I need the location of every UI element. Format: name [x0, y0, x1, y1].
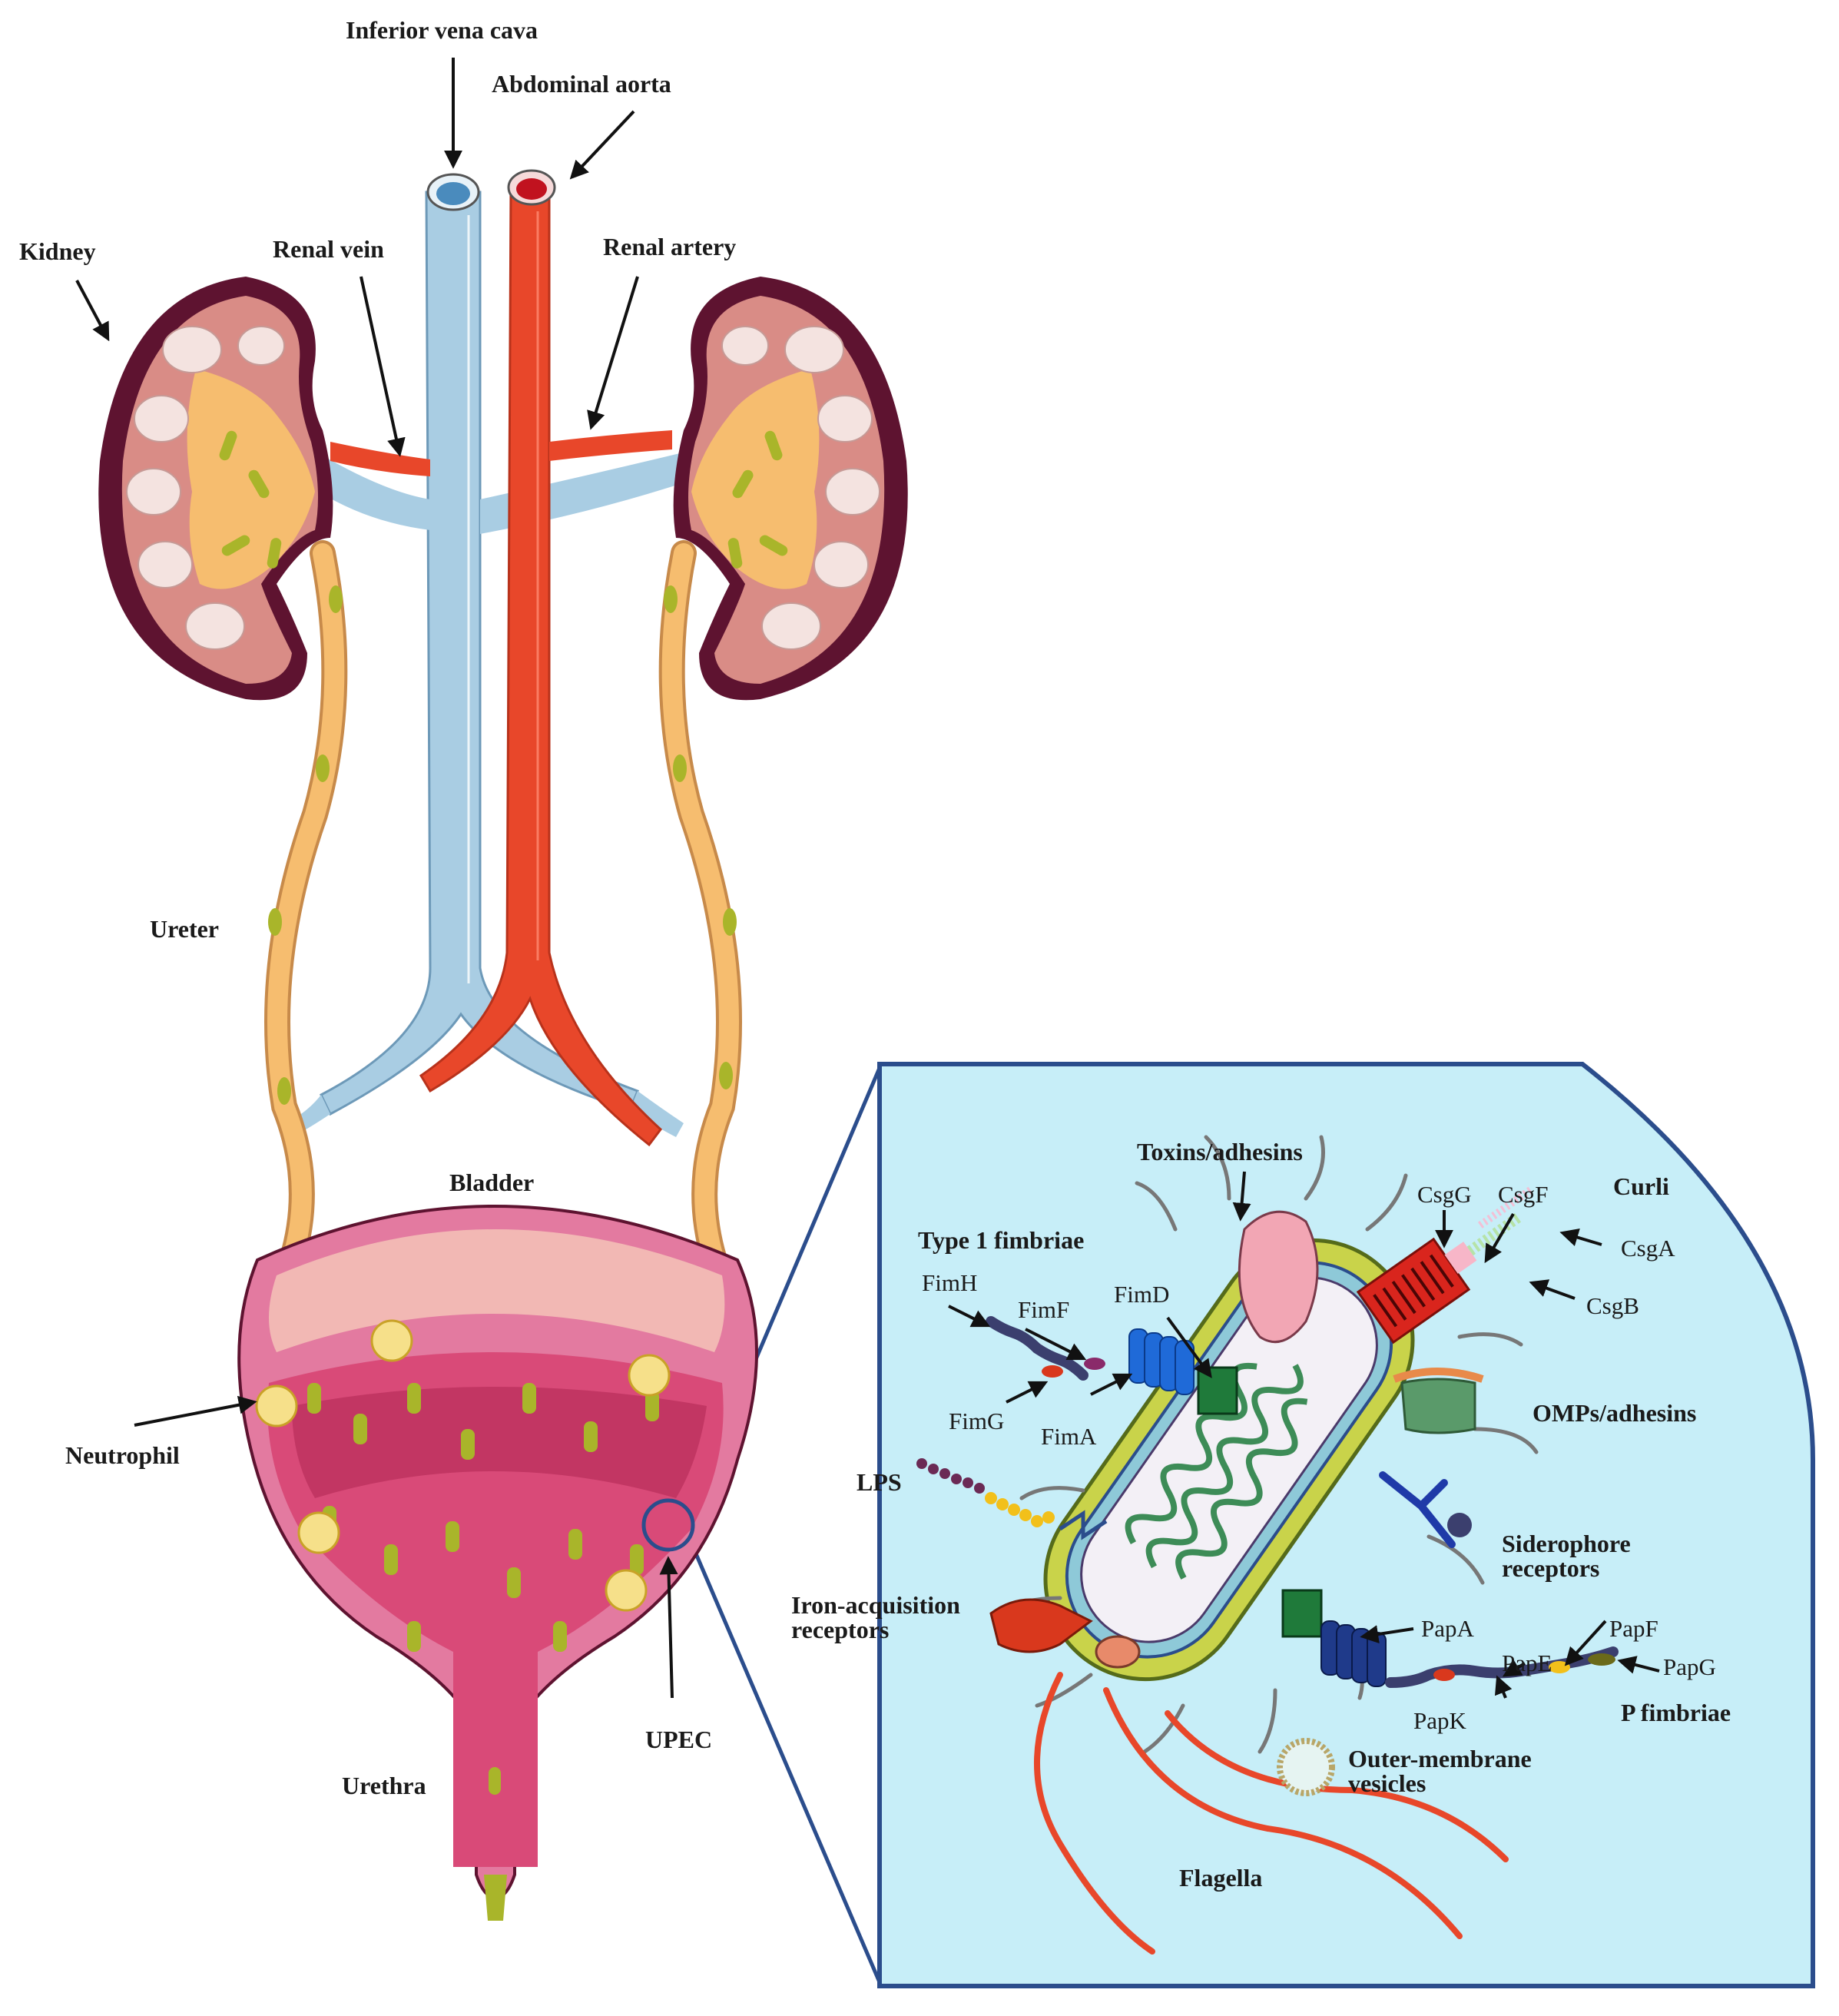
inferior-vena-cava — [286, 173, 684, 1137]
label-csgB: CsgB — [1586, 1292, 1639, 1319]
label-upec: UPEC — [645, 1726, 712, 1753]
abdominal-aorta — [419, 169, 663, 1147]
label-urethra: Urethra — [342, 1772, 426, 1799]
label-fimG: FimG — [949, 1408, 1004, 1434]
label-lps: LPS — [857, 1468, 902, 1496]
label-iron-acquisition-2: receptors — [791, 1616, 889, 1643]
label-bladder: Bladder — [449, 1169, 534, 1196]
label-flagella: Flagella — [1179, 1864, 1262, 1892]
zoom-line-bottom — [693, 1551, 882, 1983]
label-csgG: CsgG — [1417, 1181, 1472, 1208]
label-abdominal-aorta: Abdominal aorta — [492, 70, 671, 98]
inset-panel — [877, 1062, 1815, 1988]
label-toxins-adhesins: Toxins/adhesins — [1137, 1138, 1303, 1166]
label-curli: Curli — [1613, 1172, 1669, 1200]
label-renal-vein: Renal vein — [273, 235, 384, 263]
label-omv-2: vesicles — [1348, 1769, 1426, 1797]
label-papE: PapE — [1502, 1650, 1552, 1676]
right-kidney — [673, 277, 908, 701]
label-omv-1: Outer-membrane — [1348, 1745, 1532, 1772]
label-renal-artery: Renal artery — [603, 233, 736, 260]
omp-adhesin — [1393, 1368, 1484, 1434]
label-omps-adhesins: OMPs/adhesins — [1532, 1399, 1696, 1427]
label-type1-fimbriae: Type 1 fimbriae — [918, 1226, 1084, 1254]
label-siderophore-2: receptors — [1502, 1554, 1599, 1582]
label-inferior-vena-cava: Inferior vena cava — [346, 16, 538, 44]
label-iron-acquisition-1: Iron-acquisition — [791, 1591, 960, 1619]
curli-complex — [1356, 1186, 1533, 1345]
label-papG: PapG — [1663, 1653, 1716, 1680]
ureters — [264, 540, 742, 1273]
label-papK: PapK — [1413, 1707, 1467, 1734]
upec-bacterium — [1043, 1238, 1415, 1682]
lps-chain — [916, 1458, 1108, 1540]
label-papF: PapF — [1609, 1615, 1658, 1642]
upec-highlight-circle — [641, 1498, 695, 1552]
inset-labels: Toxins/adhesins Curli CsgG CsgF CsgA Csg… — [791, 1138, 1731, 1892]
label-fimA: FimA — [1041, 1423, 1097, 1450]
label-ureter: Ureter — [150, 915, 219, 943]
label-p-fimbriae: P fimbriae — [1621, 1699, 1731, 1726]
left-kidney — [98, 277, 333, 701]
iron-acquisition-receptor — [989, 1598, 1141, 1669]
label-fimF: FimF — [1018, 1296, 1069, 1323]
anatomy-labels: Inferior vena cava Abdominal aorta Kidne… — [19, 16, 736, 1799]
label-csgF: CsgF — [1498, 1181, 1548, 1208]
p-fimbriae — [1281, 1589, 1619, 1688]
label-fimD: FimD — [1114, 1281, 1169, 1308]
flagella — [1034, 1672, 1509, 1955]
label-neutrophil: Neutrophil — [65, 1441, 180, 1469]
outer-membrane-vesicle — [1277, 1738, 1335, 1796]
pointer-arrows — [75, 58, 1660, 1699]
bladder — [237, 1205, 758, 1921]
label-siderophore-1: Siderophore — [1502, 1530, 1631, 1557]
renal-arteries — [330, 430, 672, 476]
siderophore-receptor — [1379, 1471, 1472, 1548]
label-kidney: Kidney — [19, 237, 96, 265]
toxin-adhesin-protein — [1238, 1210, 1319, 1344]
label-papA: PapA — [1421, 1615, 1475, 1642]
label-csgA: CsgA — [1621, 1235, 1675, 1262]
label-fimH: FimH — [922, 1269, 977, 1296]
